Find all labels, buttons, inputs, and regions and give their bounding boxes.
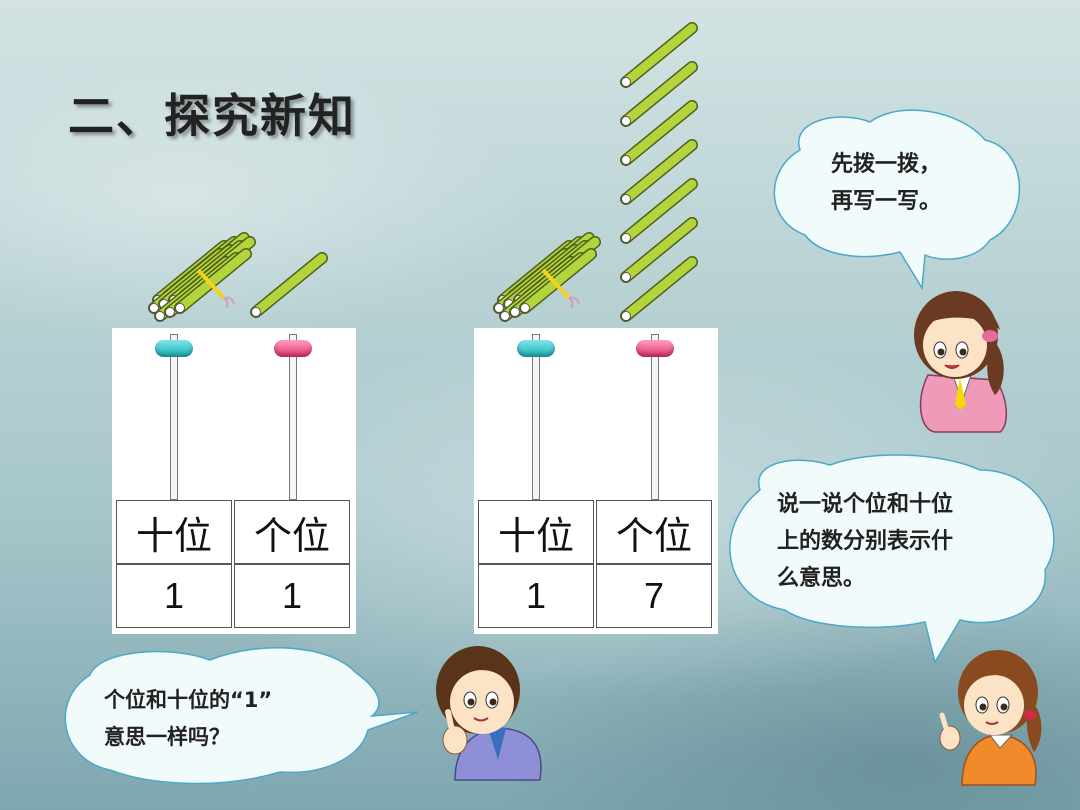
bubble-line: 上的数分别表示什 [777, 529, 954, 554]
ones-rod [651, 334, 659, 500]
bubble-text-bottom-left: 个位和十位的“1” 意思一样吗？ [104, 682, 272, 756]
ones-value: 7 [596, 564, 712, 628]
bubble-text-top-right: 先拨一拨， 再写一写。 [831, 146, 941, 220]
tens-label: 十位 [116, 500, 232, 564]
tens-value: 1 [116, 564, 232, 628]
tens-bead[interactable] [155, 340, 193, 357]
bubble-line: 么意思。 [777, 566, 866, 591]
tens-value: 1 [478, 564, 594, 628]
bubble-line: 意思一样吗？ [104, 725, 230, 749]
bubble-line: 先拨一拨， [831, 152, 942, 177]
bubble-line: 再写一写。 [831, 189, 942, 214]
ones-label: 个位 [596, 500, 712, 564]
abacus-left: 十位 个位 1 1 [112, 328, 356, 634]
abacus-right: 十位 个位 1 7 [474, 328, 718, 634]
ones-label: 个位 [234, 500, 350, 564]
tens-bead[interactable] [517, 340, 555, 357]
tens-rod [532, 334, 540, 500]
bubble-line: 说一说个位和十位 [777, 492, 954, 517]
slide-title: 二、探究新知 [68, 89, 356, 143]
bubble-line: 个位和十位的“1” [104, 688, 273, 712]
ones-bead[interactable] [636, 340, 674, 357]
ones-value: 1 [234, 564, 350, 628]
ones-bead[interactable] [274, 340, 312, 357]
ones-rod [289, 334, 297, 500]
tens-rod [170, 334, 178, 500]
tens-label: 十位 [478, 500, 594, 564]
bubble-text-middle-right: 说一说个位和十位 上的数分别表示什 么意思。 [777, 486, 953, 597]
